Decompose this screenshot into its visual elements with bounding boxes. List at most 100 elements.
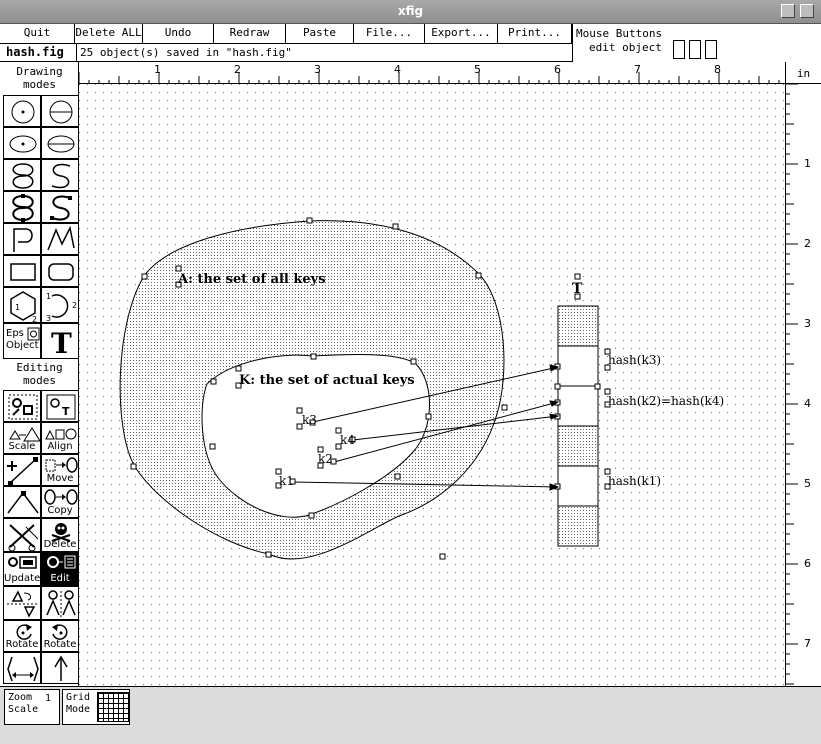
add-point-tool[interactable]	[3, 454, 41, 486]
zoom-scale-label: Zoom Scale	[8, 692, 39, 715]
delete-tool[interactable]: Delete	[41, 518, 79, 552]
rotate-cw-tool[interactable]: Rotate	[41, 620, 79, 652]
svg-text:3: 3	[46, 314, 51, 323]
maximize-icon[interactable]	[800, 4, 814, 18]
flip-vertical-tool[interactable]	[3, 586, 41, 620]
align-tool[interactable]: Align	[41, 422, 79, 454]
key-k3-label: k3	[302, 413, 317, 427]
open-spline-tool[interactable]	[41, 159, 79, 191]
canvas-drawing	[79, 84, 785, 686]
rotate-ccw-tool[interactable]: Rotate	[3, 620, 41, 652]
zoom-scale-control[interactable]: Zoom Scale 1	[4, 689, 60, 725]
add-point-icon	[7, 457, 38, 485]
command-bar: Quit Delete ALL Undo Redraw Paste File..…	[0, 24, 572, 44]
copy-label: Copy	[47, 505, 73, 516]
ellipse-diameter-tool[interactable]	[41, 127, 79, 159]
export-button[interactable]: Export...	[425, 24, 498, 43]
interp-open-spline-tool[interactable]	[41, 191, 79, 223]
edit-tool[interactable]: Edit	[41, 552, 79, 586]
mouse-mode-label: edit object	[589, 41, 662, 54]
move-tool[interactable]: Move	[41, 454, 79, 486]
convert-icon	[7, 656, 39, 682]
flip-horizontal-tool[interactable]	[41, 586, 79, 620]
ruler-num: 4	[804, 397, 811, 410]
grid-icon	[97, 692, 129, 722]
interp-open-spline-icon	[50, 195, 72, 221]
ruler-num: 6	[554, 63, 561, 76]
ellipse-diameter-icon	[47, 135, 75, 153]
quit-button[interactable]: Quit	[0, 24, 75, 43]
interp-closed-spline-tool[interactable]	[3, 191, 41, 223]
polyline-icon	[47, 225, 75, 251]
editing-modes-heading: Editing modes	[16, 361, 63, 387]
paste-button[interactable]: Paste	[286, 24, 354, 43]
ruler-num: 2	[804, 237, 811, 250]
circle-radius-tool[interactable]	[3, 95, 41, 127]
title-bar: xfig	[0, 0, 821, 24]
break-compound-tool[interactable]: T	[41, 390, 79, 422]
align-icon	[45, 428, 77, 440]
redraw-button[interactable]: Redraw	[214, 24, 286, 43]
polygon-tool[interactable]	[3, 223, 41, 255]
hash-table[interactable]	[557, 305, 599, 547]
ruler-num: 3	[314, 63, 321, 76]
bottom-panel: Zoom Scale 1 Grid Mode	[0, 686, 821, 744]
grid-mode-control[interactable]: Grid Mode	[62, 689, 130, 725]
arc-icon: 123	[46, 292, 77, 323]
mouse-button-left	[673, 40, 685, 59]
minimize-icon[interactable]	[781, 4, 795, 18]
copy-tool[interactable]: Copy	[41, 486, 79, 518]
edit-label: Edit	[50, 573, 70, 584]
unit-indicator[interactable]: in	[785, 62, 821, 84]
key-k1-label: k1	[279, 474, 294, 488]
flip-left-right-icon	[46, 590, 76, 619]
ruler-num: 7	[634, 63, 641, 76]
convert-tool[interactable]	[3, 652, 41, 684]
polygon-icon	[13, 228, 33, 252]
update-tool[interactable]: Update	[3, 552, 41, 586]
file-button[interactable]: File...	[354, 24, 425, 43]
rounded-box-tool[interactable]	[41, 255, 79, 287]
rotate-ccw-icon	[16, 624, 32, 640]
delete-point-tool[interactable]	[3, 486, 41, 518]
arrow-tool[interactable]	[41, 652, 79, 684]
closed-spline-tool[interactable]	[3, 159, 41, 191]
rotate-cw-icon	[52, 624, 68, 640]
eps-icon	[27, 327, 40, 341]
edit-icon	[47, 555, 76, 569]
polyline-tool[interactable]	[41, 223, 79, 255]
ellipse-icon	[9, 135, 37, 153]
eps-object-tool[interactable]: Eps Object	[3, 323, 41, 359]
key-arrows[interactable]	[292, 364, 560, 491]
drawing-canvas[interactable]: A: the set of all keys K: the set of act…	[79, 84, 785, 686]
side-ruler-ticks	[786, 83, 798, 685]
text-tool[interactable]: T	[41, 323, 79, 359]
top-ruler-ticks	[78, 72, 780, 84]
hash-k2-k4-label: hash(k2)=hash(k4)	[608, 394, 725, 408]
cut-tool[interactable]	[3, 518, 41, 552]
move-icon	[45, 457, 78, 473]
file-name: hash.fig	[6, 45, 64, 59]
undo-button[interactable]: Undo	[143, 24, 214, 43]
scale-tool[interactable]: Scale	[3, 422, 41, 454]
ellipse-radius-tool[interactable]	[3, 127, 41, 159]
circle-diameter-tool[interactable]	[41, 95, 79, 127]
ruler-num: 2	[234, 63, 241, 76]
zoom-scale-value: 1	[45, 693, 52, 704]
delete-all-button[interactable]: Delete ALL	[75, 24, 143, 43]
window-title: xfig	[397, 4, 424, 18]
glue-compound-tool[interactable]	[3, 390, 41, 422]
print-button[interactable]: Print...	[498, 24, 572, 43]
update-label: Update	[4, 573, 41, 584]
hash-k1-label: hash(k1)	[608, 474, 662, 488]
move-label: Move	[46, 473, 74, 484]
top-ruler: 1 2 3 4 5 6 7 8	[78, 62, 785, 84]
scale-label: Scale	[8, 441, 36, 452]
box-tool[interactable]	[3, 255, 41, 287]
svg-text:2: 2	[72, 301, 77, 310]
table-t-label: T	[572, 281, 583, 297]
rounded-box-icon	[48, 263, 74, 281]
skull-icon	[51, 523, 71, 542]
